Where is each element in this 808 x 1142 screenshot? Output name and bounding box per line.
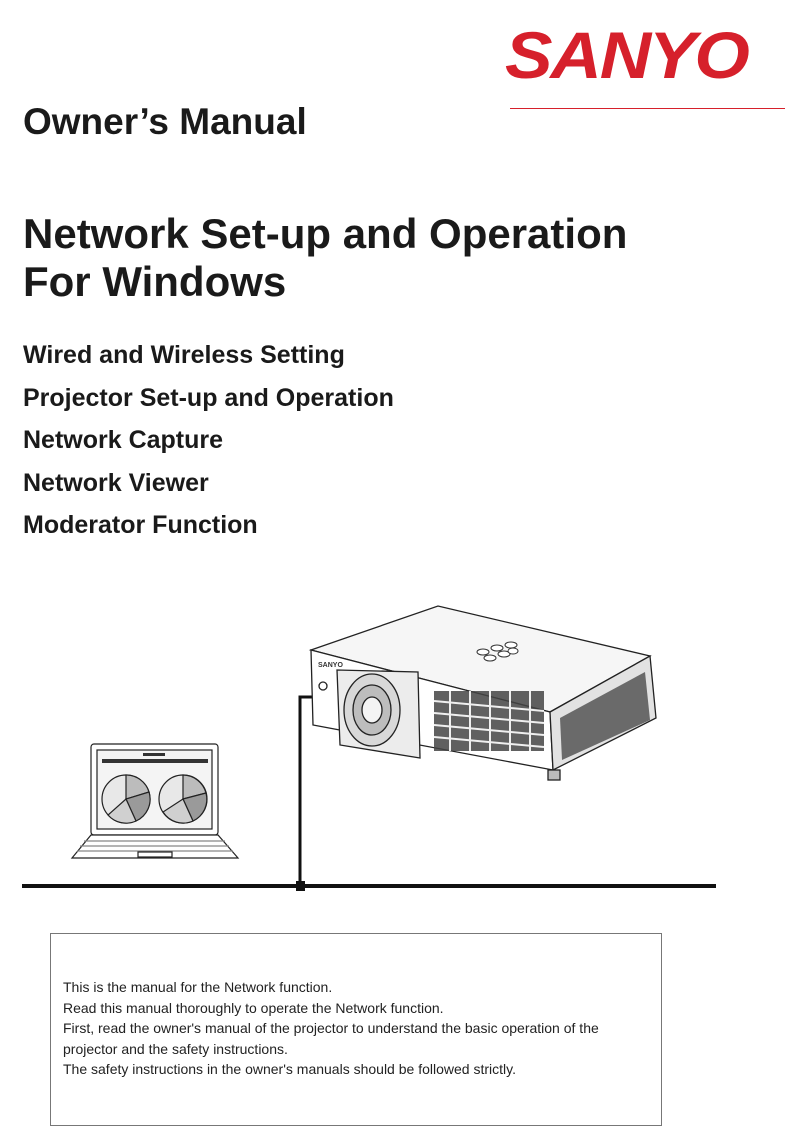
laptop-icon — [70, 743, 240, 859]
topic-item: Network Capture — [23, 426, 224, 454]
topic-list: Wired and Wireless Setting Projector Set… — [23, 334, 394, 547]
notice-box: This is the manual for the Network funct… — [50, 933, 662, 1126]
topic-item: Wired and Wireless Setting — [23, 341, 345, 369]
topic-item: Projector Set-up and Operation — [23, 383, 394, 412]
notice-line: The safety instructions in the owner's m… — [63, 1061, 516, 1077]
page-title: Network Set-up and Operation For Windows — [23, 210, 627, 306]
document-type-heading: Owner’s Manual — [23, 101, 307, 142]
title-line-2: For Windows — [23, 258, 287, 305]
topic-item: Moderator Function — [23, 511, 258, 539]
topic-item: Network Viewer — [23, 468, 209, 497]
title-line-1: Network Set-up and Operation — [23, 210, 628, 257]
projector-brand-label: SANYO — [318, 662, 343, 669]
notice-line: Read this manual thoroughly to operate t… — [63, 999, 444, 1016]
notice-line: This is the manual for the Network funct… — [63, 979, 333, 995]
brand-logo: SANYO — [505, 18, 750, 92]
projector-icon — [308, 605, 657, 781]
network-illustration: SANYO — [22, 605, 716, 891]
brand-rule-divider — [510, 108, 785, 109]
notice-line: First, read the owner's manual of the pr… — [63, 1020, 599, 1057]
